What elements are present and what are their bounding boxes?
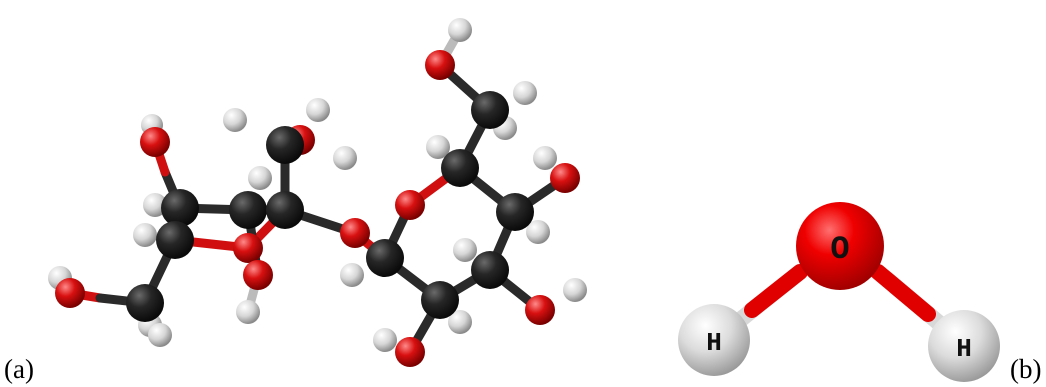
sucrose-hydrogen-atoms xyxy=(48,18,587,352)
hydrogen-left-symbol: H xyxy=(706,328,722,358)
sucrose-molecule-model xyxy=(48,18,587,367)
water-oxygen-atom: O xyxy=(796,202,884,290)
water-hydrogen-right-atom: H xyxy=(928,310,1000,382)
water-molecule-model: H H O xyxy=(678,202,1000,382)
water-hydrogen-left-atom: H xyxy=(678,304,750,376)
sucrose-carbon-atoms xyxy=(126,91,534,322)
hydrogen-right-symbol: H xyxy=(956,334,972,364)
oxygen-symbol: O xyxy=(830,231,849,268)
panel-label-b: (b) xyxy=(1010,354,1042,384)
panel-label-a: (a) xyxy=(4,354,34,384)
